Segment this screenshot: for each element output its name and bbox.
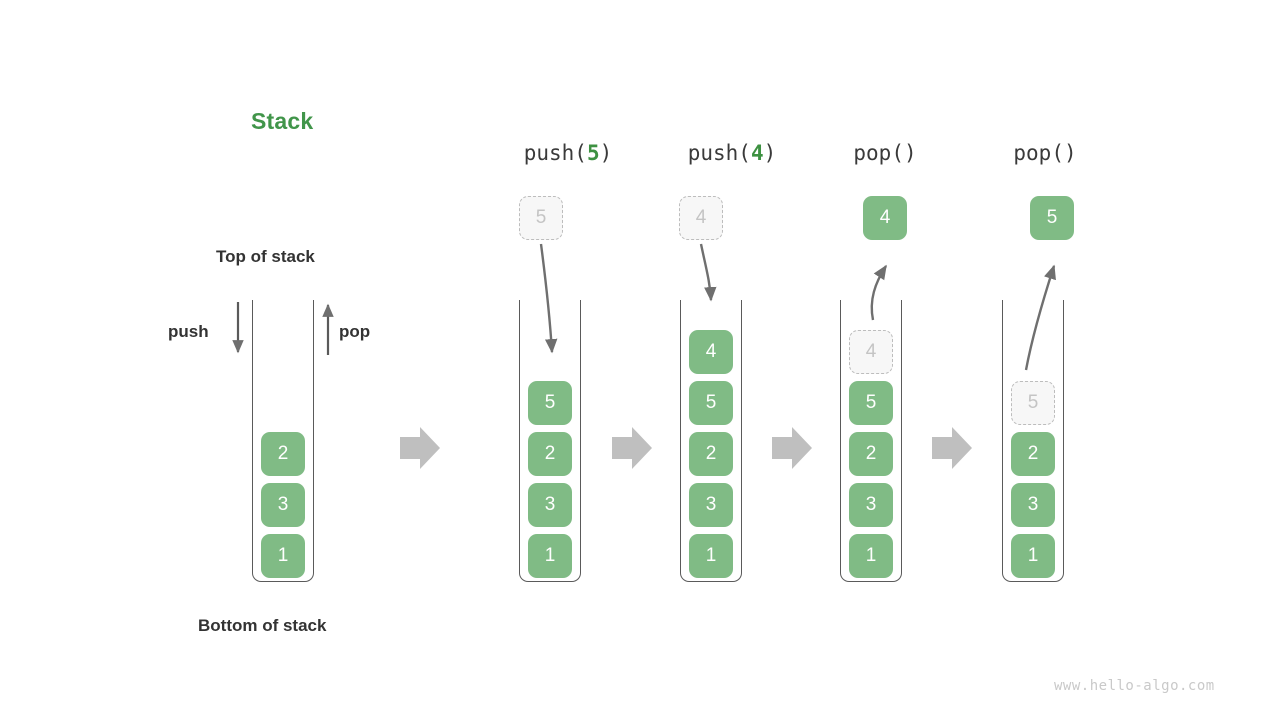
stack-cell: 2: [689, 432, 733, 476]
op-arg: 5: [586, 141, 600, 165]
stack-cell: 1: [528, 534, 572, 578]
stack-column-pop-2: 5 2 3 1: [1002, 300, 1064, 582]
stack-cell: 2: [261, 432, 305, 476]
popped-element-5: 5: [1030, 196, 1074, 240]
stack-cell: 3: [261, 483, 305, 527]
push-4-motion-arrow: [699, 243, 717, 302]
stack-cells: 4 5 2 3 1: [680, 330, 742, 578]
op-prefix: pop(): [1013, 141, 1077, 165]
stack-cell-removed: 5: [1011, 381, 1055, 425]
op-prefix: push(: [523, 141, 587, 165]
incoming-element-4: 4: [679, 196, 723, 240]
stack-cell: 2: [849, 432, 893, 476]
stack-column-push-5: 5 2 3 1: [519, 300, 581, 582]
stack-container-wall: [252, 300, 314, 582]
stack-cells: 5 2 3 1: [1002, 381, 1064, 578]
op-arg: 4: [750, 141, 764, 165]
stack-cell: 1: [849, 534, 893, 578]
stack-container-wall: [1002, 300, 1064, 582]
push-5-motion-arrow: [539, 243, 558, 354]
incoming-element-5: 5: [519, 196, 563, 240]
pop-4-motion-arrow: [870, 264, 888, 321]
stack-cell: 2: [528, 432, 572, 476]
operation-header-push-4: push(4): [688, 141, 777, 165]
stack-cell: 5: [528, 381, 572, 425]
stack-column-pop-1: 4 5 2 3 1: [840, 300, 902, 582]
operation-header-pop-2: pop(): [1013, 141, 1076, 165]
stack-cell: 1: [261, 534, 305, 578]
popped-element-4: 4: [863, 196, 907, 240]
page-title: Stack: [251, 108, 314, 134]
pop-label: pop: [339, 322, 371, 341]
op-prefix: push(: [687, 141, 751, 165]
stack-cell: 1: [689, 534, 733, 578]
stack-cell: 5: [689, 381, 733, 425]
op-suffix: ): [599, 141, 613, 165]
stack-cell: 3: [849, 483, 893, 527]
operation-header-push-5: push(5): [524, 141, 613, 165]
stack-container-wall: [680, 300, 742, 582]
stack-container-wall: [840, 300, 902, 582]
op-prefix: pop(): [853, 141, 917, 165]
stack-cell: 1: [1011, 534, 1055, 578]
stack-cells: 2 3 1: [252, 432, 314, 578]
stack-cell: 2: [1011, 432, 1055, 476]
stack-cell: 3: [689, 483, 733, 527]
stack-column-initial: 2 3 1: [252, 300, 314, 582]
stack-cell-removed: 4: [849, 330, 893, 374]
bottom-of-stack-label: Bottom of stack: [198, 616, 327, 635]
stack-container-wall: [519, 300, 581, 582]
transition-arrow: [400, 427, 440, 469]
stack-cell: 3: [528, 483, 572, 527]
transition-arrow: [932, 427, 972, 469]
stack-cells: 5 2 3 1: [519, 381, 581, 578]
stack-cell: 5: [849, 381, 893, 425]
transition-arrow: [772, 427, 812, 469]
stack-cells: 4 5 2 3 1: [840, 330, 902, 578]
op-suffix: ): [763, 141, 777, 165]
push-label: push: [168, 322, 209, 341]
top-of-stack-label: Top of stack: [216, 247, 315, 266]
transition-arrow: [612, 427, 652, 469]
pop-5-motion-arrow: [1024, 264, 1056, 371]
stack-column-push-4: 4 5 2 3 1: [680, 300, 742, 582]
watermark: www.hello-algo.com: [1054, 678, 1215, 694]
operation-header-pop-1: pop(): [853, 141, 916, 165]
stack-cell: 4: [689, 330, 733, 374]
stack-cell: 3: [1011, 483, 1055, 527]
